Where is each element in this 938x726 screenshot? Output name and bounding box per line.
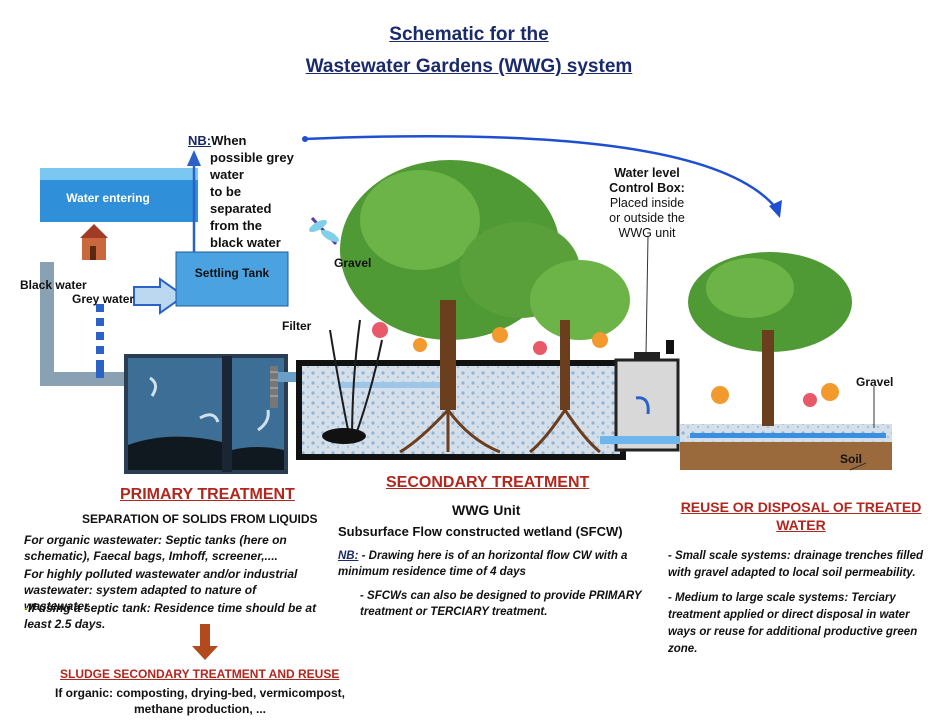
control-box-text: Water level Control Box: Placed inside o… [598,166,696,241]
secondary-subtitle: Subsurface Flow constructed wetland (SFC… [338,524,623,539]
secondary-note-2: - SFCWs can also be designed to provide … [360,590,642,618]
primary-heading: PRIMARY TREATMENT [120,486,295,503]
black-water-label: Black water [20,278,87,292]
sludge-text: If organic: composting, drying-bed, verm… [54,686,346,716]
nb-prefix: NB: [188,133,212,148]
nb-note-line-7: black water [210,235,281,250]
grey-water-pipe [96,277,186,378]
primary-paragraph-3-text: If using a septic tank: Residence time s… [24,601,317,631]
secondary-heading: SECONDARY TREATMENT [386,474,590,491]
sludge-down-arrow [192,624,218,660]
nb-note-line-1: When [211,133,247,148]
outlet-pipe [600,436,696,444]
water-entering-label: Water entering [66,191,150,205]
curved-arrow [302,134,782,218]
reuse-trench [680,424,892,470]
control-box-desc-1: Placed inside [609,196,685,210]
nb-note: NB:When possible grey water to be separa… [188,132,294,251]
gravel-label-right: Gravel [856,375,894,389]
primary-paragraph-3-dash: - [24,601,28,615]
secondary-nb-prefix: NB: [338,550,359,562]
reed-plant-icon [322,319,383,444]
wwg-wetland-bed [296,360,626,460]
reuse-paragraph-1: - Small scale systems: drainage trenches… [668,550,924,579]
settling-tank: Settling Tank [175,251,289,307]
reuse-paragraph-2: - Medium to large scale systems: Terciar… [668,592,918,655]
wetland-trees [340,160,630,454]
soil-label: Soil [840,452,863,466]
primary-subheading: SEPARATION OF SOLIDS FROM LIQUIDS [82,512,318,526]
title-line-1: Schematic for the [389,24,549,45]
nb-note-line-4: to be [210,184,242,199]
control-box [614,235,680,452]
black-water-pipe [40,262,132,386]
grey-water-label: Grey water [72,292,135,306]
primary-paragraph-2: For highly polluted wastewater and/or in… [24,567,298,613]
water-entering-box: Water entering [40,168,198,222]
secondary-note-1-text: - Drawing here is of an horizontal flow … [338,550,628,578]
nb-note-line-5: separated [210,201,272,216]
dragonfly-icon [309,216,339,246]
reuse-heading: REUSE OR DISPOSAL OF TREATED WATER [680,499,922,533]
house-icon [80,224,108,260]
filter-label: Filter [282,319,312,333]
nb-note-line-3: water [210,167,244,182]
control-box-title-2: Control Box: [609,181,685,195]
sludge-heading: SLUDGE SECONDARY TREATMENT AND REUSE [60,667,340,681]
settling-tank-label: Settling Tank [195,266,270,280]
gravel-label-left: Gravel [334,256,372,270]
control-box-desc-3: WWG unit [618,226,676,240]
control-box-desc-2: or outside the [609,211,685,225]
nb-note-line-2: possible grey [210,150,294,165]
title-line-2: Wastewater Gardens (WWG) system [305,56,633,77]
secondary-note-1: NB: - Drawing here is of an horizontal f… [338,548,658,580]
primary-paragraph-3: -If using a septic tank: Residence time … [24,600,324,632]
nb-note-line-6: from the [210,218,262,233]
control-box-title-1: Water level [614,166,680,180]
reuse-tree [688,252,875,471]
septic-tank [124,354,288,474]
nb-up-arrow [187,150,201,252]
wwg-unit-label: WWG Unit [452,502,521,518]
primary-paragraph-1: For organic wastewater: Septic tanks (he… [24,533,287,563]
